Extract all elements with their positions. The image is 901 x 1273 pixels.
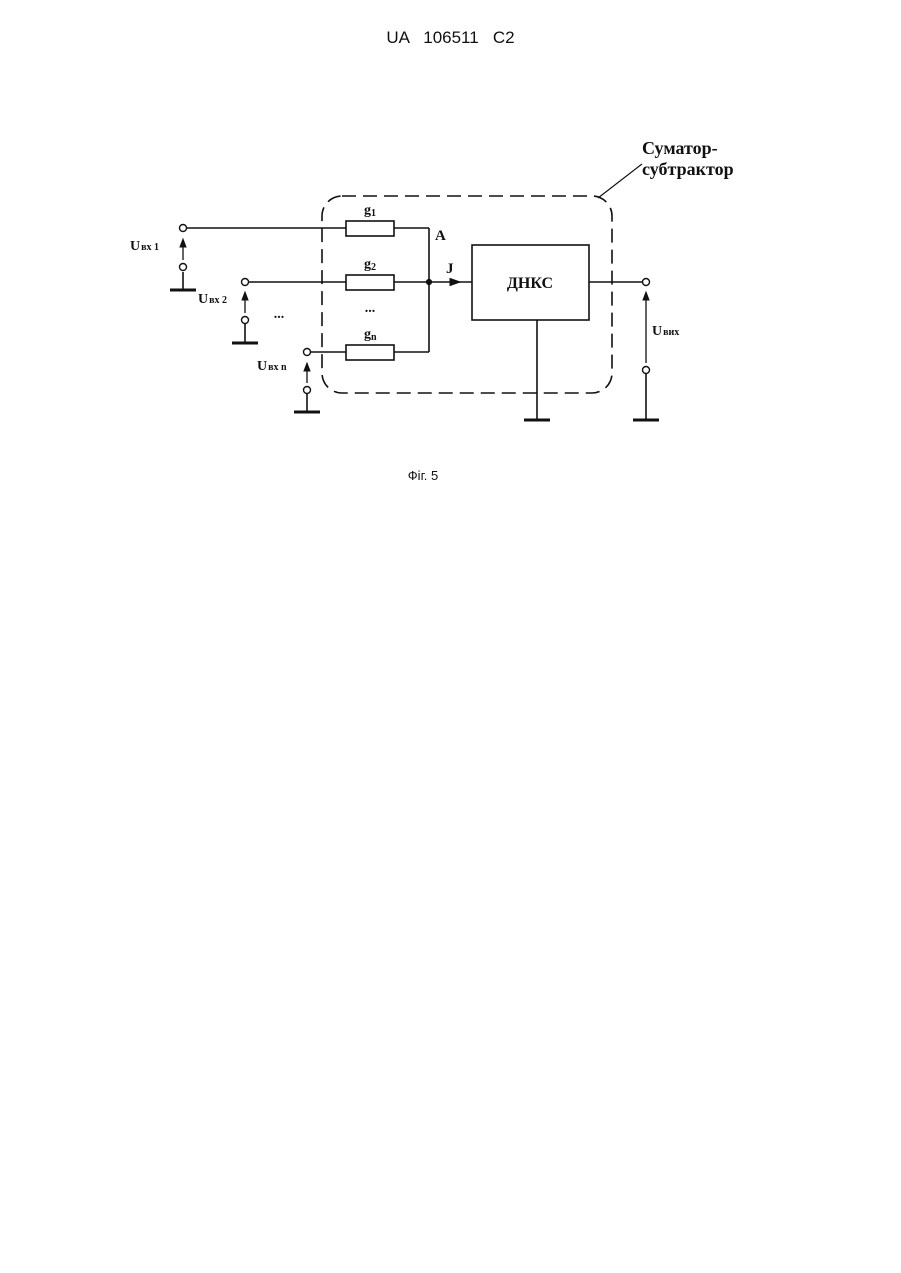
output-voltage-label: Uвих	[652, 324, 679, 339]
resistor-gn	[346, 345, 394, 360]
terminal-input-1-bottom	[180, 264, 187, 271]
terminal-input-n-bottom	[304, 387, 311, 394]
terminal-output-top	[643, 279, 650, 286]
conductance-gn-label: gn	[364, 327, 377, 343]
terminal-input-1-top	[180, 225, 187, 232]
current-arrow-j	[450, 279, 460, 286]
terminal-input-n-top	[304, 349, 311, 356]
block-title-line2: субтрактор	[642, 159, 734, 179]
title-leader-line	[598, 164, 642, 198]
circuit-diagram: Суматор- субтрактор ДНКС A J g1 g2 gn ..…	[0, 0, 901, 520]
terminal-output-bottom	[643, 367, 650, 374]
input-1-voltage-label: Uвх 1	[130, 239, 159, 254]
conductance-g1-label: g1	[364, 203, 376, 219]
resistor-g2	[346, 275, 394, 290]
figure-caption: Фіг. 5	[0, 468, 846, 483]
input-2-voltage-label: Uвх 2	[198, 292, 227, 307]
dnks-label: ДНКС	[507, 275, 553, 292]
conductance-g2-label: g2	[364, 257, 376, 273]
terminal-input-2-bottom	[242, 317, 249, 324]
block-title-line1: Суматор-	[642, 138, 718, 158]
summing-node-dot	[426, 279, 431, 284]
ellipsis-inputs: ...	[274, 307, 285, 322]
arrow-input-2-head	[242, 292, 248, 300]
current-j-label: J	[446, 261, 454, 277]
arrow-input-1-head	[180, 239, 186, 247]
arrow-input-n-head	[304, 363, 310, 371]
terminal-input-2-top	[242, 279, 249, 286]
ellipsis-resistors: ...	[365, 301, 376, 316]
arrow-output-head	[643, 292, 649, 300]
input-n-voltage-label: Uвх n	[257, 359, 287, 374]
resistor-g1	[346, 221, 394, 236]
node-a-label: A	[435, 228, 446, 244]
